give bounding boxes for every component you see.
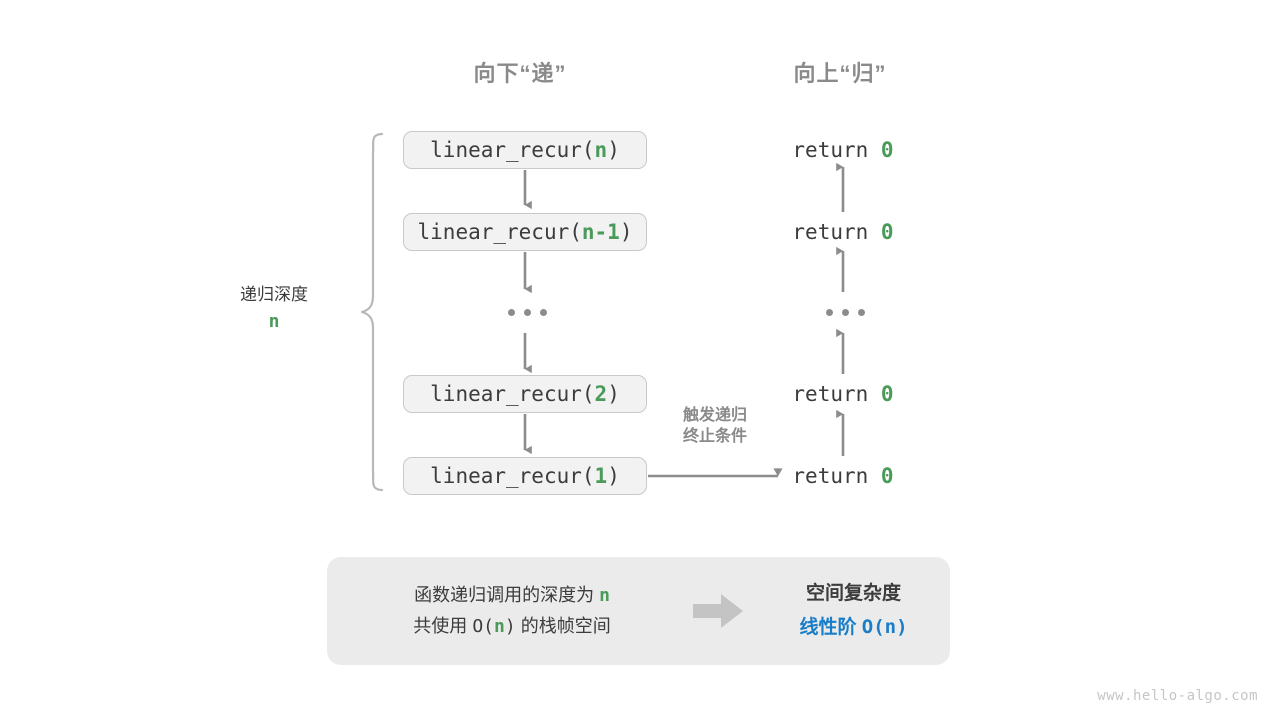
return-statement: return 0 <box>745 220 941 244</box>
summary-implies-arrow <box>679 592 757 630</box>
termination-condition-note: 触发递归 终止条件 <box>650 405 780 447</box>
call-suffix: ) <box>607 382 620 406</box>
summary-premise-line2-var: n <box>494 616 505 637</box>
site-watermark: www.hello-algo.com <box>1097 688 1258 704</box>
column-header-descend: 向下“递” <box>473 61 567 86</box>
summary-conclusion-expr: O(n) <box>861 615 908 638</box>
ellipsis-dot <box>826 309 833 316</box>
call-prefix: linear_recur( <box>430 138 595 162</box>
ellipsis-dot <box>508 309 515 316</box>
return-statement: return 0 <box>745 382 941 406</box>
summary-premise-line2-close: ) <box>504 616 516 637</box>
call-prefix: linear_recur( <box>417 220 582 244</box>
depth-brace <box>360 132 384 492</box>
call-prefix: linear_recur( <box>430 382 595 406</box>
block-arrow-right-icon <box>693 594 743 628</box>
summary-premise-line2-text: 共使用 <box>413 616 473 636</box>
summary-premise-line1: 函数递归调用的深度为 n <box>345 580 679 612</box>
call-frame-box: linear_recur(n-1) <box>403 213 647 251</box>
return-value: 0 <box>880 382 894 406</box>
return-keyword: return <box>792 220 869 244</box>
return-value: 0 <box>880 464 894 488</box>
return-stack-ellipsis <box>826 309 865 316</box>
termination-note-line1: 触发递归 <box>682 407 747 424</box>
call-arg: 2 <box>594 382 608 406</box>
complexity-summary-panel: 函数递归调用的深度为 n 共使用 O(n) 的栈帧空间 空间复杂度 线性阶 O(… <box>327 557 950 665</box>
call-frame-box: linear_recur(1) <box>403 457 647 495</box>
return-statement: return 0 <box>745 464 941 488</box>
ellipsis-dot <box>540 309 547 316</box>
call-arg: n-1 <box>581 220 620 244</box>
summary-conclusion: 空间复杂度 线性阶 O(n) <box>757 578 950 644</box>
column-header-ascend: 向上“归” <box>793 61 887 86</box>
ellipsis-dot <box>524 309 531 316</box>
ellipsis-dot <box>858 309 865 316</box>
ellipsis-dot <box>842 309 849 316</box>
return-keyword: return <box>792 138 869 162</box>
recursion-depth-text: 递归深度 <box>240 285 308 304</box>
return-value: 0 <box>880 138 894 162</box>
summary-conclusion-order: 线性阶 <box>799 616 862 638</box>
return-statement: return 0 <box>745 138 941 162</box>
summary-premise-line2: 共使用 O(n) 的栈帧空间 <box>345 611 679 643</box>
call-frame-box: linear_recur(2) <box>403 375 647 413</box>
summary-premise: 函数递归调用的深度为 n 共使用 O(n) 的栈帧空间 <box>327 580 679 643</box>
call-suffix: ) <box>607 138 620 162</box>
recursion-depth-variable: n <box>268 311 280 333</box>
summary-premise-line2-open: O( <box>472 616 494 637</box>
call-suffix: ) <box>619 220 633 244</box>
call-arg: n <box>594 138 608 162</box>
call-prefix: linear_recur( <box>430 464 595 488</box>
call-suffix: ) <box>607 464 620 488</box>
summary-conclusion-title: 空间复杂度 <box>805 583 901 605</box>
call-arg: 1 <box>594 464 608 488</box>
call-frame-box: linear_recur(n) <box>403 131 647 169</box>
return-value: 0 <box>880 220 894 244</box>
summary-premise-line1-text: 函数递归调用的深度为 <box>414 584 600 605</box>
return-keyword: return <box>792 464 869 488</box>
call-stack-ellipsis <box>508 309 547 316</box>
return-keyword: return <box>792 382 869 406</box>
summary-premise-line1-var: n <box>599 584 610 606</box>
termination-note-line2: 终止条件 <box>682 428 747 446</box>
summary-premise-line2-tail: 的栈帧空间 <box>515 616 611 636</box>
summary-conclusion-value: 线性阶 O(n) <box>757 611 950 644</box>
recursion-depth-label: 递归深度 n <box>190 282 358 336</box>
